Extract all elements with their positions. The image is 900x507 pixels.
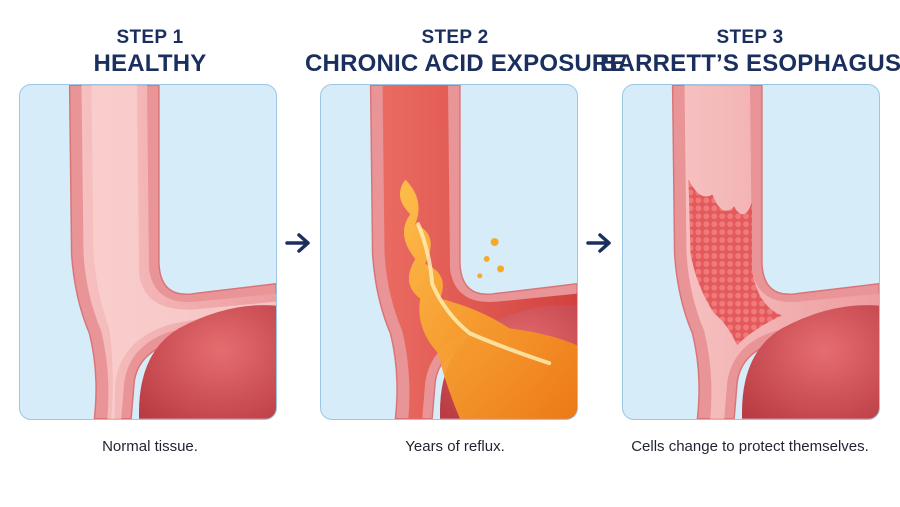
step-1-caption: Normal tissue. bbox=[0, 438, 300, 455]
panel-acid-exposure bbox=[320, 84, 578, 420]
step-1-label: STEP 1 bbox=[0, 27, 300, 49]
step-1-title: HEALTHY bbox=[0, 50, 300, 78]
acid-droplet bbox=[497, 265, 504, 272]
acid-droplet bbox=[491, 238, 499, 246]
acid-droplet bbox=[484, 256, 490, 262]
step-2-title: CHRONIC ACID EXPOSURE bbox=[305, 50, 605, 78]
healthy-esophagus-illustration bbox=[20, 85, 276, 419]
step-3-caption: Cells change to protect themselves. bbox=[600, 438, 900, 455]
step-3-label: STEP 3 bbox=[600, 27, 900, 49]
step-2-caption: Years of reflux. bbox=[305, 438, 605, 455]
acid-exposure-illustration bbox=[321, 85, 577, 419]
step-3-title: BARRETT’S ESOPHAGUS bbox=[600, 50, 900, 78]
barretts-esophagus-illustration bbox=[623, 85, 879, 419]
acid-droplet bbox=[477, 273, 482, 278]
right-arrow-icon bbox=[284, 228, 314, 258]
panel-healthy bbox=[19, 84, 277, 420]
step-2-label: STEP 2 bbox=[305, 27, 605, 49]
panel-barretts bbox=[622, 84, 880, 420]
right-arrow-icon bbox=[585, 228, 615, 258]
